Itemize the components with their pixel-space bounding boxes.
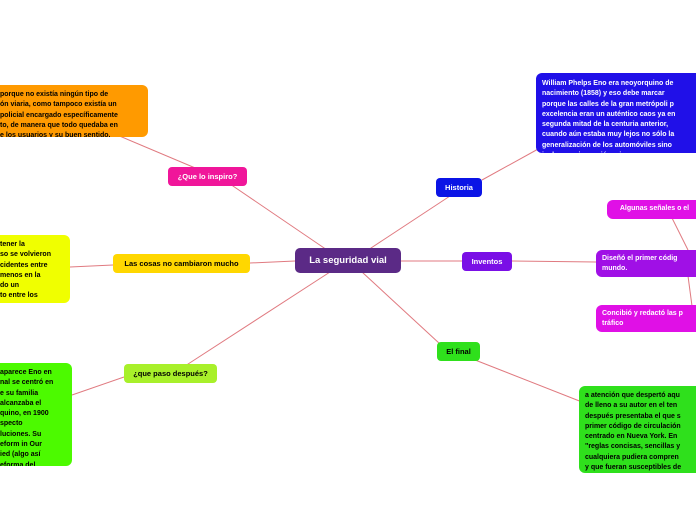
topic-no-cambiaron[interactable]: Las cosas no cambiaron mucho (113, 254, 250, 273)
note-concibio[interactable]: Concibió y redactó las p tráfico (596, 305, 696, 332)
central-topic[interactable]: La seguridad vial (295, 248, 401, 273)
link-central-que-paso (184, 271, 331, 367)
link-central-no-cambiaron (249, 260, 296, 264)
note-final[interactable]: a atención que despertó aqu de lleno a s… (579, 386, 696, 473)
link-disenio-concibio (687, 275, 693, 307)
note-yellow[interactable]: tener la so se volvieron cidentes entre … (0, 235, 70, 303)
topic-que-paso-label: ¿que paso después? (133, 369, 208, 378)
link-que-lo-inspiro-orange (109, 131, 201, 171)
central-topic-label: La seguridad vial (309, 255, 387, 266)
link-central-que-lo-inspiro (229, 183, 331, 253)
link-central-el-final (361, 271, 441, 345)
note-disenio-text: Diseñó el primer códig mundo. (602, 255, 678, 273)
topic-no-cambiaron-label: Las cosas no cambiaron mucho (124, 259, 239, 268)
link-no-cambiaron-yellow (69, 264, 114, 268)
topic-que-lo-inspiro-label: ¿Que lo inspiro? (177, 172, 238, 181)
topic-inventos[interactable]: Inventos (462, 252, 512, 271)
note-final-text: a atención que despertó aqu de lleno a s… (585, 392, 682, 472)
note-concibio-text: Concibió y redactó las p tráfico (602, 310, 683, 328)
note-green-text: aparece Eno en nal se centró en e su fam… (0, 369, 54, 466)
note-historia[interactable]: William Phelps Eno era neoyorquino de na… (536, 73, 696, 153)
link-central-historia (367, 195, 451, 251)
link-que-paso-green (71, 376, 125, 396)
topic-historia[interactable]: Historia (436, 178, 482, 197)
topic-inventos-label: Inventos (471, 257, 503, 266)
topic-que-paso[interactable]: ¿que paso después? (124, 364, 217, 383)
note-historia-text: William Phelps Eno era neoyorquino de na… (542, 80, 676, 153)
topic-el-final-label: El final (446, 347, 471, 356)
note-orange-text: porque no existía ningún tipo de ón viar… (0, 91, 118, 137)
note-orange[interactable]: porque no existía ningún tipo de ón viar… (0, 85, 148, 137)
topic-historia-label: Historia (445, 183, 473, 192)
note-senales[interactable]: Algunas señales o el (607, 200, 696, 219)
link-el-final-note (469, 357, 583, 403)
topic-el-final[interactable]: El final (437, 342, 480, 361)
note-senales-text: Algunas señales o el (619, 205, 690, 212)
link-historia-note (481, 147, 541, 181)
note-disenio[interactable]: Diseñó el primer códig mundo. (596, 250, 696, 277)
note-green[interactable]: aparece Eno en nal se centró en e su fam… (0, 363, 72, 466)
link-disenio-senales (671, 217, 689, 251)
note-yellow-text: tener la so se volvieron cidentes entre … (0, 241, 51, 300)
topic-que-lo-inspiro[interactable]: ¿Que lo inspiro? (168, 167, 247, 186)
link-inventos-disenio (511, 260, 597, 263)
